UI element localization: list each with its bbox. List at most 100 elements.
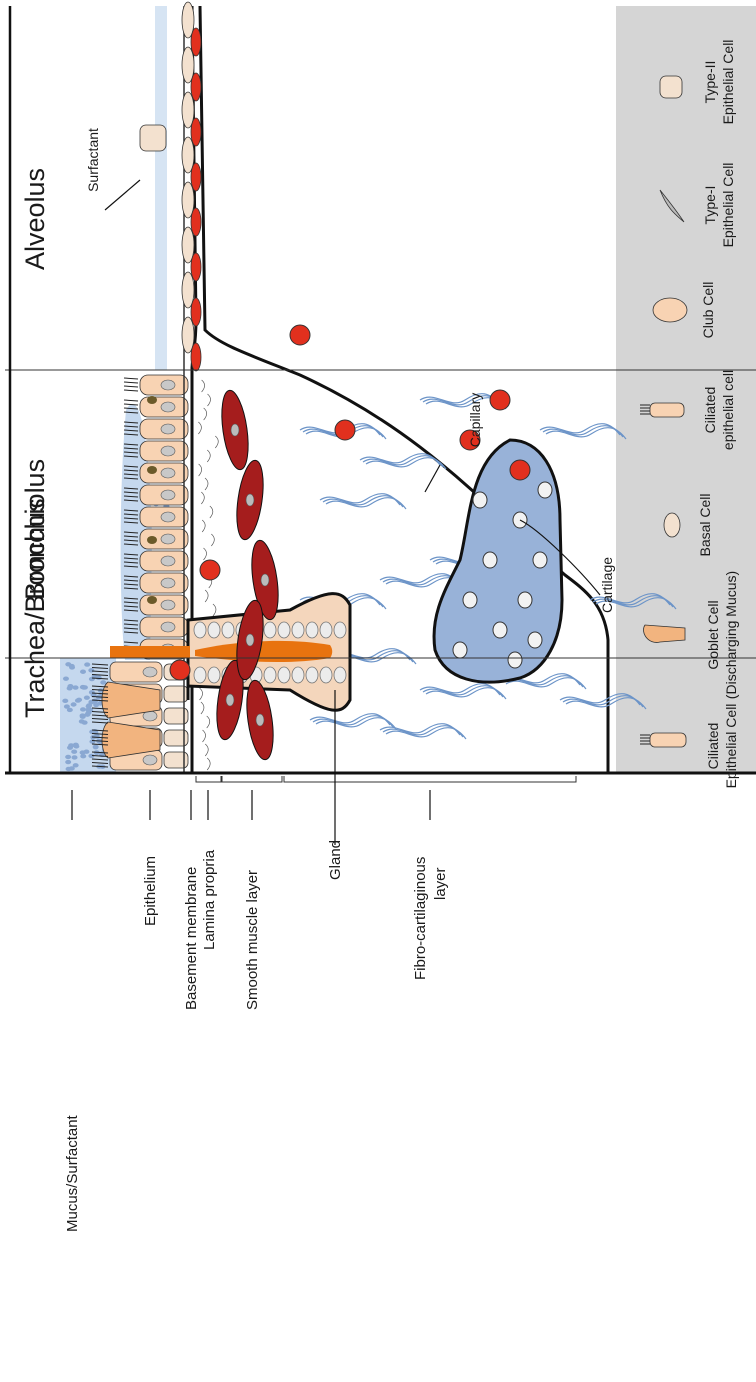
lamina-fiber — [203, 730, 206, 742]
cell-nucleus — [161, 512, 175, 522]
mucus-droplet — [71, 749, 77, 753]
chondrocyte — [483, 552, 497, 568]
legend-goblet-2: (Discharging Mucus) — [723, 571, 739, 699]
lamina-fiber — [201, 702, 204, 714]
mucus-droplet — [83, 750, 89, 754]
muscle-nucleus — [256, 714, 264, 726]
label-fibro-1: Fibro-cartilaginous — [412, 857, 429, 980]
legend-goblet-1: Goblet Cell — [705, 600, 721, 669]
title-bronchiolus: Bronchiolus — [20, 459, 50, 600]
legend-ciliated-2: Epithelial Cell — [723, 704, 739, 789]
muscle-nucleus — [246, 494, 254, 506]
legend-basal: Basal Cell — [697, 493, 713, 556]
lamina-fiber — [202, 520, 205, 532]
cell-nucleus — [143, 667, 157, 677]
mucus-droplet — [67, 745, 73, 749]
gland-cell — [292, 667, 304, 683]
red-blood-cell — [200, 560, 220, 580]
legend-type1-2: Epithelial Cell — [720, 163, 736, 248]
icon-goblet-cell — [643, 625, 685, 642]
mucus-droplet — [94, 734, 100, 739]
cilium — [124, 404, 138, 405]
cell-nucleus — [161, 402, 175, 412]
muscle-nucleus — [226, 694, 234, 706]
mucus-droplet — [80, 754, 86, 758]
red-blood-cell — [510, 460, 530, 480]
gland-cell — [292, 622, 304, 638]
chondrocyte — [493, 622, 507, 638]
cilium — [124, 400, 138, 401]
mucus-droplet — [79, 719, 85, 723]
mucus-droplet — [65, 755, 71, 759]
chondrocyte — [508, 652, 522, 668]
label-gland: Gland — [327, 840, 344, 880]
chondrocyte — [473, 492, 487, 508]
club-granule — [147, 536, 157, 544]
region-titles: Trachea/Bronchus Bronchiolus Alveolus — [20, 168, 50, 718]
lamina-fiber — [210, 506, 213, 518]
lamina-fiber — [205, 590, 208, 602]
cell-nucleus — [161, 446, 175, 456]
label-mucus: Mucus/Surfactant — [64, 1114, 81, 1232]
gland-cell — [264, 667, 276, 683]
mucus-droplet — [80, 670, 86, 674]
cell-nucleus — [161, 622, 175, 632]
icon-basal-cell — [664, 513, 680, 537]
lamina-fiber — [215, 436, 218, 448]
type-ii-cell — [140, 125, 166, 151]
red-blood-cell — [170, 660, 190, 680]
mucus-droplet — [75, 698, 81, 702]
layer-brackets — [5, 773, 756, 782]
label-lamina: Lamina propria — [201, 849, 218, 950]
mucus-droplet — [84, 662, 90, 666]
cell-nucleus — [161, 424, 175, 434]
legend-type2-2: Epithelial Cell — [720, 40, 736, 125]
title-alveolus: Alveolus — [20, 168, 50, 270]
red-blood-cell — [490, 390, 510, 410]
cell-nucleus — [143, 755, 157, 765]
label-basement: Basement membrane — [183, 867, 200, 1010]
muscle-nucleus — [261, 574, 269, 586]
cell-nucleus — [161, 380, 175, 390]
legend-ciliated-1: Ciliated — [705, 723, 721, 770]
mucus-droplet — [71, 702, 77, 706]
label-surfactant: Surfactant — [85, 128, 101, 192]
cell-nucleus — [161, 490, 175, 500]
red-blood-cell — [335, 420, 355, 440]
red-blood-cell — [290, 325, 310, 345]
lamina-fiber — [201, 492, 204, 504]
cilium — [124, 386, 138, 387]
lamina-fiber — [211, 534, 214, 546]
lamina-fiber — [207, 716, 210, 728]
mucus-droplet — [63, 676, 69, 680]
lamina-fiber — [200, 688, 203, 700]
mucus-droplet — [84, 695, 90, 699]
smooth-muscle-cells — [213, 389, 283, 762]
mucus-droplet — [100, 680, 106, 684]
mucus-droplet — [66, 767, 72, 771]
chondrocyte — [518, 592, 532, 608]
lamina-fiber — [205, 744, 208, 756]
icon-ciliated-cell — [650, 733, 686, 747]
lamina-fiber — [202, 380, 205, 392]
mucus-droplet — [80, 713, 86, 717]
muscle-nucleus — [231, 424, 239, 436]
lamina-fiber — [207, 450, 210, 462]
muscle-nucleus — [246, 634, 254, 646]
label-capillary: Capillary — [467, 393, 483, 447]
club-granule — [147, 396, 157, 404]
mucus-droplet — [73, 685, 79, 689]
icon-type-ii-cell — [660, 76, 682, 98]
legend-type2-1: Type-II — [702, 61, 718, 104]
cell-nucleus — [161, 556, 175, 566]
mucus-droplet — [81, 685, 87, 689]
lamina-fiber — [199, 464, 202, 476]
mucus-droplet — [88, 668, 94, 672]
icon-ciliated-b-cell — [650, 403, 684, 417]
cell-nucleus — [161, 578, 175, 588]
cilium — [124, 378, 138, 379]
gland-cell — [194, 667, 206, 683]
legend-ciliated-b-1: Ciliated — [702, 387, 718, 434]
